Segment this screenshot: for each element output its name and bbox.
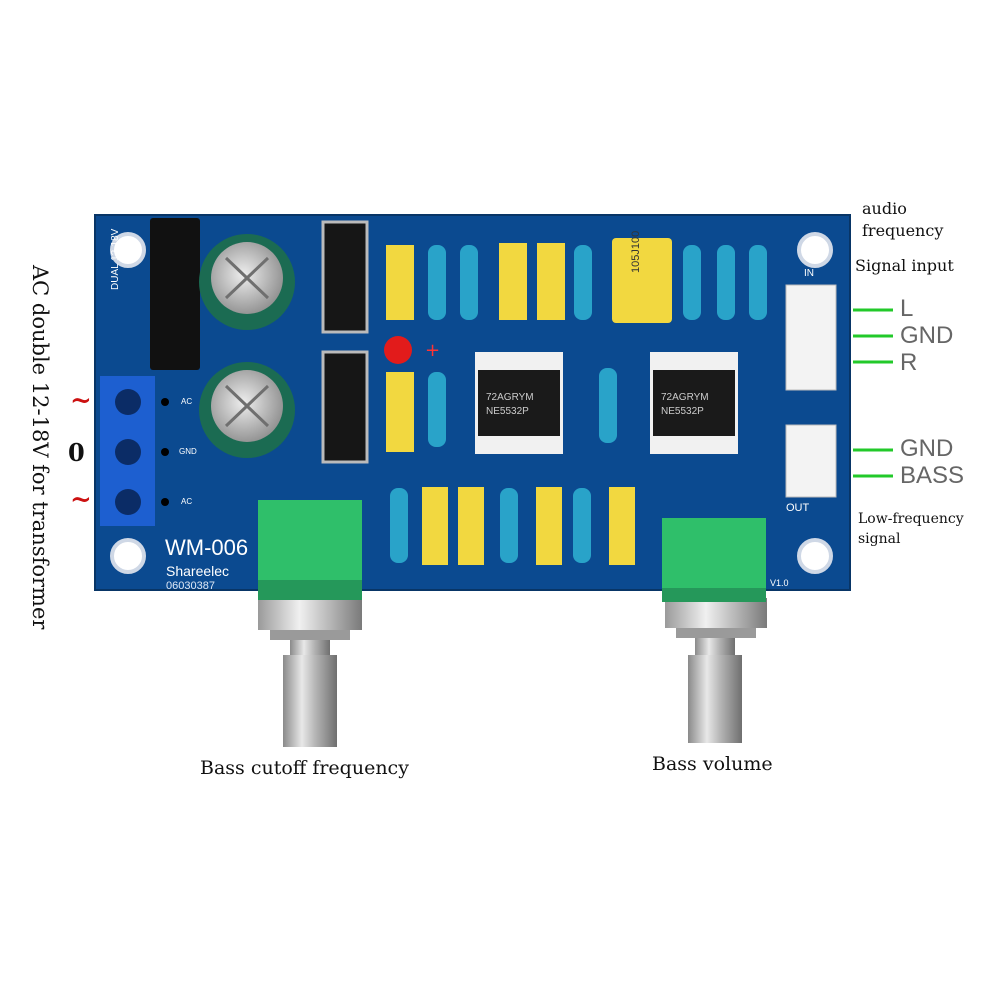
electrolytic-capacitor-top: [199, 234, 295, 330]
ac-tilde-bottom: ~: [70, 485, 92, 515]
power-device-top: [321, 220, 369, 334]
version-marking: V1.0: [770, 578, 789, 588]
led: [384, 336, 412, 364]
terminal-marking-2: GND: [179, 447, 197, 456]
output-pin-gnd: GND: [900, 435, 954, 462]
bass-cutoff-potentiometer: [258, 500, 362, 747]
op-amp-chip-1: [475, 352, 563, 454]
resistors: [390, 245, 767, 563]
board-brand: Shareelec: [166, 563, 230, 579]
bass-cutoff-label: Bass cutoff frequency: [200, 757, 409, 779]
voltage-regulator: [150, 218, 200, 370]
svg-text:+: +: [425, 340, 440, 361]
input-header: [785, 284, 837, 391]
signal-input-label: Signal input: [855, 256, 954, 275]
low-frequency-signal-label: Low-frequency signal: [858, 511, 964, 547]
op-amp-chip-2: [650, 352, 738, 454]
chip-part-1: NE5532P: [486, 406, 529, 417]
board-model: WM-006: [165, 535, 249, 560]
power-device-bottom: [321, 350, 369, 464]
output-header: [785, 424, 837, 498]
output-pin-bass: BASS: [900, 462, 965, 489]
audio-frequency-label: audio frequency: [862, 199, 944, 240]
bass-volume-label: Bass volume: [652, 753, 773, 775]
pin-guide-lines: [853, 308, 893, 478]
chip-code-2: 72AGRYM: [661, 392, 709, 403]
terminal-marking-1: AC: [181, 397, 193, 406]
out-marking: OUT: [786, 502, 810, 514]
terminal-marking-3: AC: [181, 497, 193, 506]
screw-terminal: [100, 376, 169, 526]
input-pin-r: R: [900, 349, 918, 376]
power-rating: DUAL 12-18V: [110, 228, 121, 290]
in-marking: IN: [804, 268, 814, 279]
mounting-holes: [110, 232, 833, 574]
ac-supply-label: AC double 12-18V for transformer: [28, 265, 52, 630]
chip-code-1: 72AGRYM: [486, 392, 534, 403]
bass-volume-potentiometer: [662, 518, 767, 743]
input-pin-l: L: [900, 295, 914, 322]
ac-tilde-top: ~: [70, 386, 92, 416]
chip-part-2: NE5532P: [661, 406, 704, 417]
film-capacitors: [386, 238, 672, 565]
ac-supply-label-wrapper: AC double 12-18V for transformer: [22, 265, 52, 629]
input-pin-gnd: GND: [900, 322, 954, 349]
large-cap-code: 105J100: [630, 230, 642, 273]
board-serial: 06030387: [166, 580, 215, 592]
ac-zero: 0: [68, 438, 85, 467]
electrolytic-capacitor-bottom: [199, 362, 295, 458]
